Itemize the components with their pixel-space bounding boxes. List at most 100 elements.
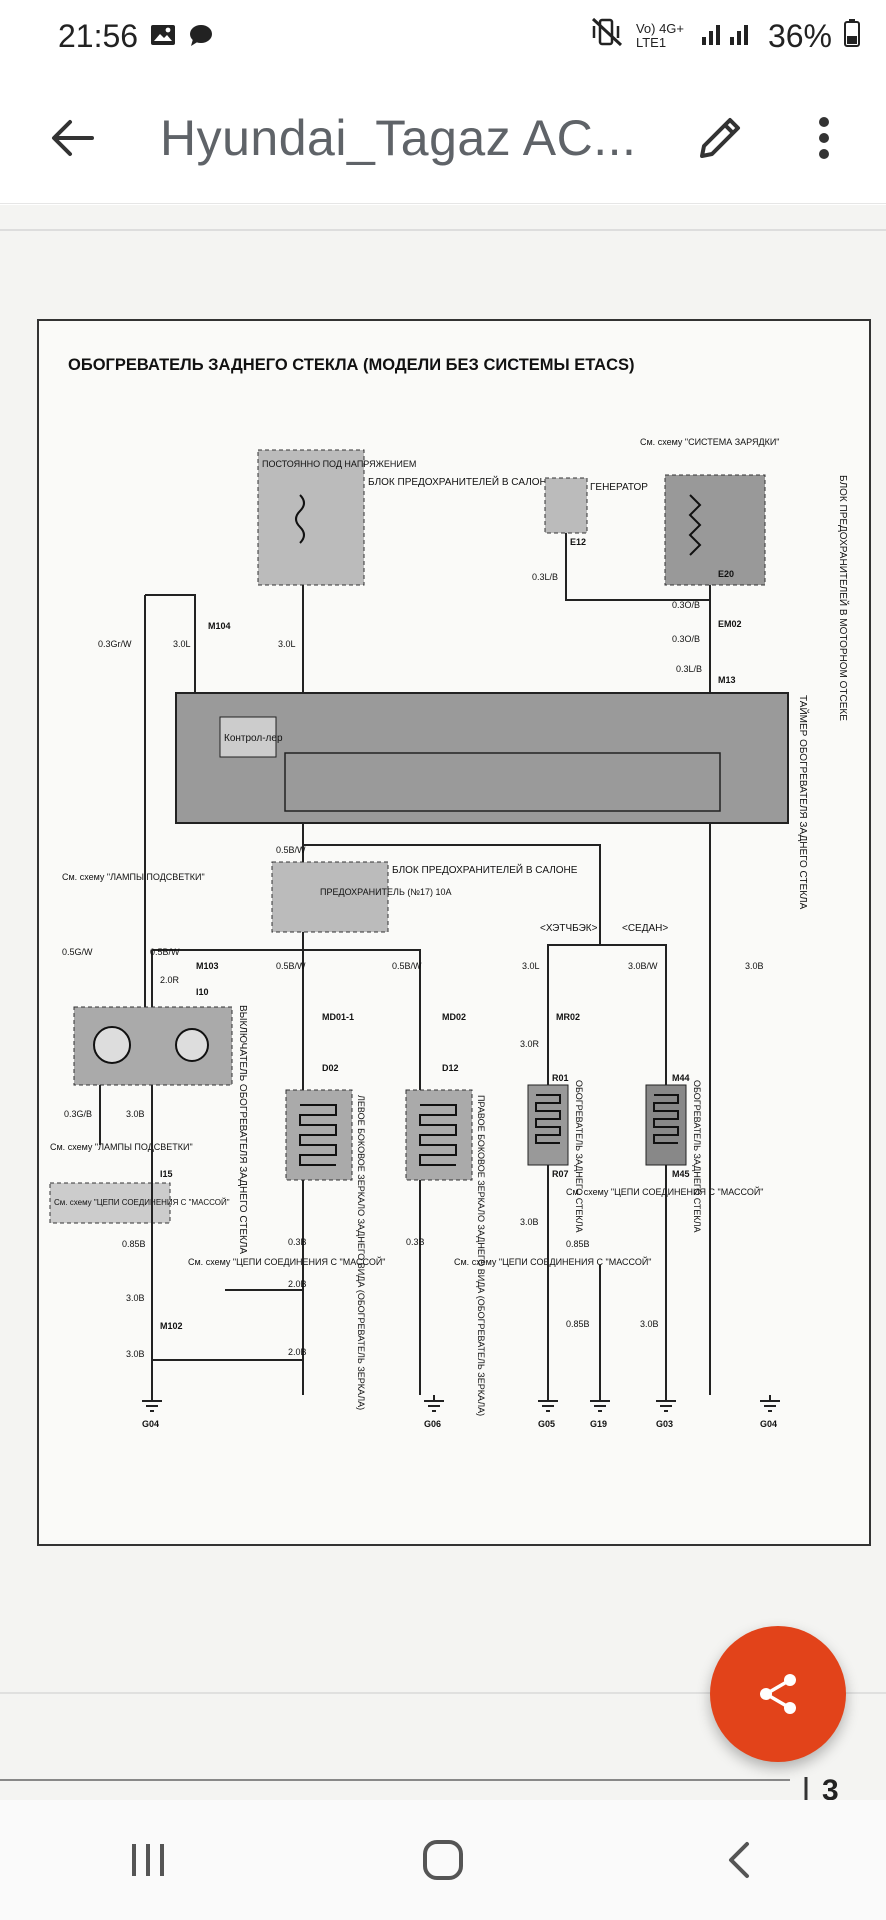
sedan-label: <СЕДАН> <box>622 923 668 934</box>
wire-label-29: 0.85B <box>566 1319 590 1329</box>
rear-heater-label-hatch: ОБОГРЕВАТЕЛЬ ЗАДНЕГО СТЕКЛА <box>574 1080 584 1233</box>
engine-fuse-block-label: БЛОК ПРЕДОХРАНИТЕЛЕЙ В МОТОРНОМ ОТСЕКЕ <box>837 475 850 721</box>
ground-g04-right: G04 <box>760 1419 777 1429</box>
recent-apps-icon <box>131 1844 164 1876</box>
salon-fuse-block-label: БЛОК ПРЕДОХРАНИТЕЛЕЙ В САЛОНЕ <box>368 475 554 488</box>
ground-g03: G03 <box>656 1419 673 1429</box>
back-button[interactable] <box>40 106 104 170</box>
connector-m103: M103 <box>196 961 219 971</box>
connector-e20: E20 <box>718 569 734 579</box>
page-number-fragment: 3 <box>822 1774 839 1800</box>
rear-heater-label-sedan: ОБОГРЕВАТЕЛЬ ЗАДНЕГО СТЕКЛА <box>692 1080 702 1233</box>
hatchback-label: <ХЭТЧБЭК> <box>540 923 598 934</box>
status-bar: 21:56 Vo) 4G+ LTE1 36% <box>0 0 886 72</box>
see-ground-label-4: См. схему "ЦЕПИ СОЕДИНЕНИЯ С "МАССОЙ" <box>566 1186 763 1197</box>
wire-label-7: 0.3L/B <box>676 664 702 674</box>
salon-fuse-block-2-label: БЛОК ПРЕДОХРАНИТЕЛЕЙ В САЛОНЕ <box>392 863 578 876</box>
battery-icon <box>844 18 860 55</box>
see-ground-label-3: См. схему "ЦЕПИ СОЕДИНЕНИЯ С "МАССОЙ" <box>454 1256 651 1267</box>
ground-g06: G06 <box>424 1419 441 1429</box>
document-viewer[interactable]: 3 ОБОГРЕВАТЕЛЬ ЗАДНЕГО СТЕКЛА (МОДЕЛИ БЕ… <box>0 205 886 1800</box>
connector-md02: MD02 <box>442 1012 466 1022</box>
timer-label: ТАЙМЕР ОБОГРЕВАТЕЛЯ ЗАДНЕГО СТЕКЛА <box>797 695 810 910</box>
see-ground-label-2: См. схему "ЦЕПИ СОЕДИНЕНИЯ С "МАССОЙ" <box>188 1256 385 1267</box>
wiring-diagram: 3 ОБОГРЕВАТЕЛЬ ЗАДНЕГО СТЕКЛА (МОДЕЛИ БЕ… <box>0 229 886 1800</box>
wire-label-18: 3.0B <box>126 1109 145 1119</box>
mute-vibrate-icon <box>590 17 624 55</box>
controller-label: Контрол-лер <box>224 733 283 744</box>
edit-button[interactable] <box>688 106 752 170</box>
connector-i10: I10 <box>196 987 209 997</box>
connector-i15: I15 <box>160 1169 173 1179</box>
wire-label-9: 0.5G/W <box>62 947 93 957</box>
status-time: 21:56 <box>58 17 139 54</box>
wire-label-22: 2.0B <box>288 1279 307 1289</box>
wire-label-24: 0.3B <box>288 1237 307 1247</box>
connector-mr02: MR02 <box>556 1012 580 1022</box>
wire-label-26: 3.0R <box>520 1039 540 1049</box>
wire-label-4: 0.3L/B <box>532 572 558 582</box>
connector-m44: M44 <box>672 1073 690 1083</box>
see-charging-label: См. схему "СИСТЕМА ЗАРЯДКИ" <box>640 437 780 447</box>
see-backlight-label: См. схему "ЛАМПЫ ПОДСВЕТКИ" <box>62 872 205 882</box>
home-button[interactable] <box>383 1810 503 1910</box>
wire-label-17: 0.3G/B <box>64 1109 92 1119</box>
network-label: Vo) 4G+ LTE1 <box>635 21 685 50</box>
wire-label-25: 0.3B <box>406 1237 425 1247</box>
diagram-title: ОБОГРЕВАТЕЛЬ ЗАДНЕГО СТЕКЛА (МОДЕЛИ БЕЗ … <box>68 356 634 374</box>
system-nav-bar <box>0 1800 886 1920</box>
connector-m102: M102 <box>160 1321 183 1331</box>
connector-m13: M13 <box>718 675 736 685</box>
wire-label-3: 3.0L <box>278 639 296 649</box>
wire-label-20: 3.0B <box>126 1293 145 1303</box>
connector-d02: D02 <box>322 1063 339 1073</box>
ground-g05: G05 <box>538 1419 555 1429</box>
more-vertical-icon <box>819 116 829 159</box>
share-icon <box>760 1674 796 1714</box>
ground-g19: G19 <box>590 1419 607 1429</box>
fuse-17-label: ПРЕДОХРАНИТЕЛЬ (№17) 10A <box>320 887 452 897</box>
wire-label-14: 3.0L <box>522 961 540 971</box>
wire-label-13: 0.5B/W <box>392 961 422 971</box>
connector-em02: EM02 <box>718 619 742 629</box>
wire-label-15: 3.0B/W <box>628 961 658 971</box>
wire-label-16: 3.0B <box>745 961 764 971</box>
connector-m45: M45 <box>672 1169 690 1179</box>
gallery-icon <box>150 18 176 55</box>
switch-label: ВЫКЛЮЧАТЕЛЬ ОБОГРЕВАТЕЛЯ ЗАДНЕГО СТЕКЛА <box>237 1005 248 1254</box>
wire-label-6: 0.3O/B <box>672 634 700 644</box>
wire-label-28: 0.85B <box>566 1239 590 1249</box>
wire-label-19: 0.85B <box>122 1239 146 1249</box>
more-options-button[interactable] <box>792 106 856 170</box>
connector-r01: R01 <box>552 1073 569 1083</box>
connector-md01-1: MD01-1 <box>322 1012 354 1022</box>
connector-m104: M104 <box>208 621 231 631</box>
wire-label-1: 0.3Gr/W <box>98 639 132 649</box>
signal-icon <box>700 18 756 55</box>
right-mirror-label: ПРАВОЕ БОКОВОЕ ЗЕРКАЛО ЗАДНЕГО ВИДА (ОБО… <box>476 1095 486 1416</box>
wire-label-30: 3.0B <box>640 1319 659 1329</box>
constant-power-label: ПОСТОЯННО ПОД НАПРЯЖЕНИЕМ <box>262 459 416 469</box>
wire-label-21: 3.0B <box>126 1349 145 1359</box>
document-title: Hyundai_Tagaz AC... <box>160 109 637 166</box>
wire-label-8: 0.5B/W <box>276 845 306 855</box>
wire-label-27: 3.0B <box>520 1217 539 1227</box>
wire-label-23: 2.0B <box>288 1347 307 1357</box>
back-nav-button[interactable] <box>678 1810 798 1910</box>
battery-level: 36% <box>767 17 832 54</box>
pencil-icon <box>700 117 740 158</box>
see-backlight-2-label: См. схему "ЛАМПЫ ПОДСВЕТКИ" <box>50 1142 193 1152</box>
ground-g04-left: G04 <box>142 1419 159 1429</box>
connector-r07: R07 <box>552 1169 569 1179</box>
generator-label: ГЕНЕРАТОР <box>590 482 648 493</box>
share-button[interactable] <box>710 1626 846 1762</box>
message-icon <box>188 18 214 55</box>
left-mirror-label: ЛЕВОЕ БОКОВОЕ ЗЕРКАЛО ЗАДНЕГО ВИДА (ОБОГ… <box>356 1095 366 1410</box>
recent-apps-button[interactable] <box>88 1810 208 1910</box>
see-ground-label-1: См. схему "ЦЕПИ СОЕДИНЕНИЯ С "МАССОЙ" <box>54 1198 230 1207</box>
connector-d12: D12 <box>442 1063 459 1073</box>
wire-label-10: 0.5B/W <box>150 947 180 957</box>
wire-label-5: 0.3O/B <box>672 600 700 610</box>
wire-label-2: 3.0L <box>173 639 191 649</box>
wire-label-11: 2.0R <box>160 975 180 985</box>
